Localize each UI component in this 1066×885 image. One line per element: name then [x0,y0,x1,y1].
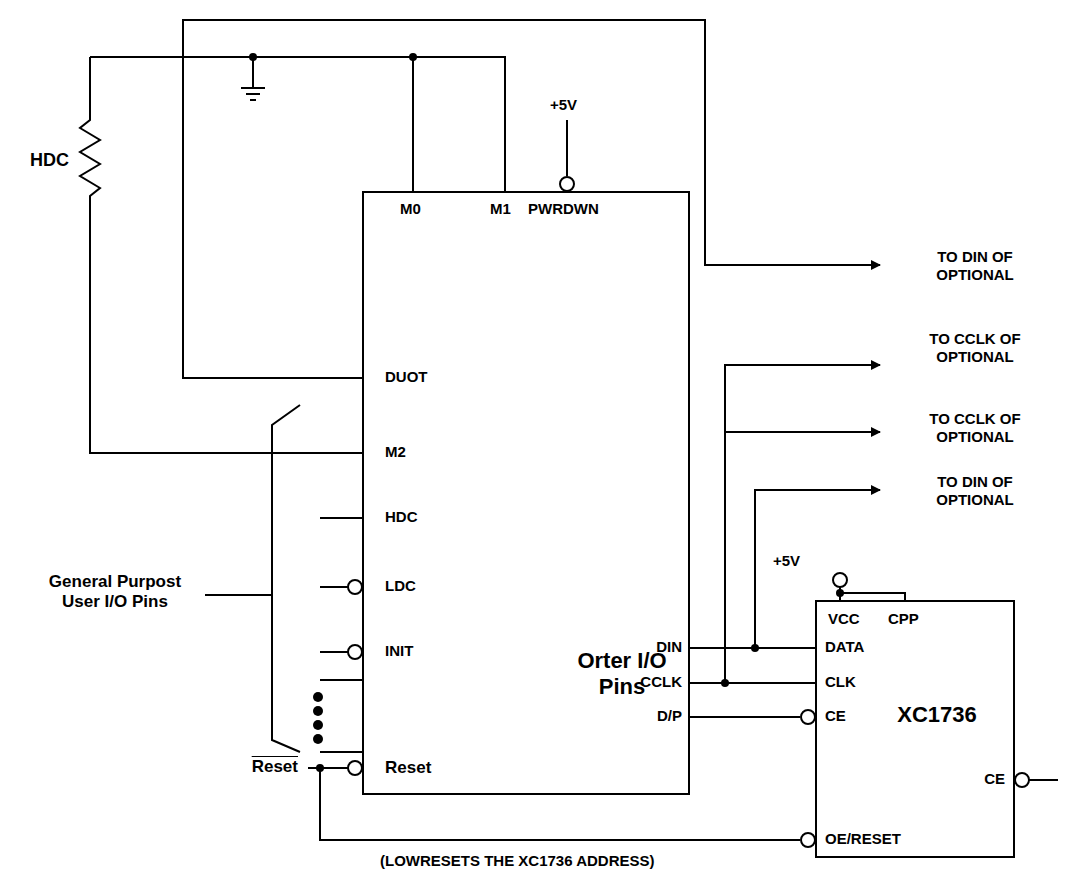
signal-note: TO DIN OF OPTIONAL [900,473,1050,509]
junction-dot [721,679,729,687]
pin-name: OE/RESET [825,830,901,848]
inversion-bubble [348,645,362,659]
ellipsis-dot [313,692,323,702]
power-terminal [833,573,847,587]
node-label: XC1736 [882,702,992,728]
leader-line [205,594,272,596]
pin-name: LDC [385,577,416,595]
junction-dot [409,53,417,61]
pin-name: INIT [385,642,413,660]
ce-out-wire [1029,779,1058,781]
pin-stub [320,586,348,588]
prom-chip: XC1736 [815,600,1015,858]
junction-dot [249,53,257,61]
mode-wire [90,57,505,191]
signal-name: Reset [252,757,298,777]
pwrdwn-wire [566,120,568,176]
ellipsis-dot [313,706,323,716]
pin-stub [320,751,362,753]
ground-symbol [250,99,256,101]
fpga-block: Orter I/O Pins [362,191,690,795]
pin-name: CPP [888,610,919,628]
inversion-bubble [801,710,815,724]
resistor-symbol [80,57,362,453]
node-label: Orter I/O Pins [562,648,682,701]
group-note: General Purpost User I/O Pins [30,572,200,613]
inversion-bubble [801,833,815,847]
pin-name: CCLK [640,673,682,691]
supply-label: +5V [773,552,800,570]
dout-wire [183,20,880,378]
signal-wire [320,768,800,840]
pin-name: Reset [385,758,431,778]
cpp-wire [840,593,905,600]
resistor-label: HDC [30,150,69,172]
pin-name: M2 [385,443,406,461]
ellipsis-dot [313,734,323,744]
signal-note: TO CCLK OF OPTIONAL [900,330,1050,366]
junction-dot [751,644,759,652]
ground-symbol [241,87,265,89]
junction-dot [836,589,844,597]
signal-wire [690,716,800,718]
pin-stub [320,651,348,653]
ground-wire [252,57,254,88]
pin-name: HDC [385,508,418,526]
signal-note: TO CCLK OF OPTIONAL [900,410,1050,446]
supply-label: +5V [550,96,577,114]
cclk-branch [725,431,880,433]
pin-name: PWRDWN [528,200,599,218]
pin-name: D/P [657,707,682,725]
junction-dot [316,764,324,772]
pin-name: CLK [825,673,856,691]
pin-name: CE [825,707,846,725]
bracket [272,405,300,752]
pin-name: VCC [828,610,860,628]
pin-name: M0 [400,200,421,218]
pin-stub [320,679,362,681]
signal-wire [690,682,815,684]
footnote: (LOWRESETS THE XC1736 ADDRESS) [380,852,655,870]
inversion-bubble [560,177,574,191]
ellipsis-dot [313,720,323,730]
din-branch [755,490,880,648]
inversion-bubble [348,761,362,775]
pin-name: DUOT [385,368,428,386]
inversion-bubble [1015,773,1029,787]
signal-note: TO DIN OF OPTIONAL [900,248,1050,284]
pin-name: CE [984,770,1005,788]
cclk-branch [725,365,880,683]
ground-symbol [246,93,260,95]
inversion-bubble [348,580,362,594]
pin-name: M1 [490,200,511,218]
m0-wire [412,57,414,191]
pin-stub [320,517,362,519]
pin-name: DATA [825,638,864,656]
